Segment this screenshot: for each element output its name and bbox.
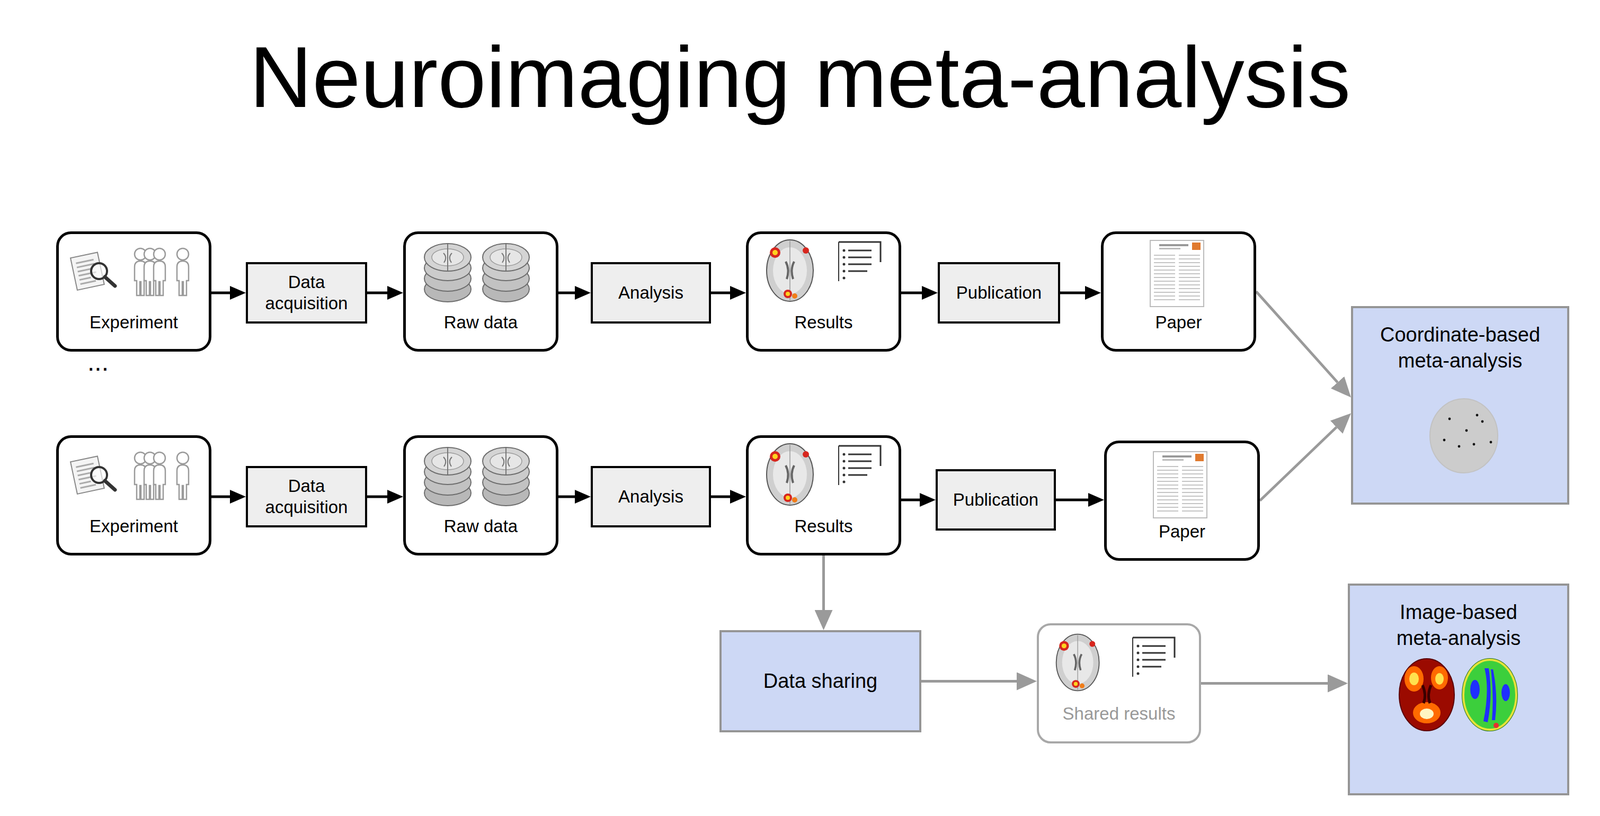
flow-arrow <box>710 495 731 499</box>
protocol-icon <box>70 456 115 494</box>
shared-icons <box>1056 634 1100 692</box>
method-box: Image-based meta-analysis <box>1347 583 1570 796</box>
negative-region <box>1501 684 1510 702</box>
diagram-title: Neuroimaging meta-analysis <box>0 27 1600 128</box>
brain-outline <box>1399 659 1455 732</box>
peak-coordinate <box>1443 439 1446 442</box>
node-label: Results <box>753 312 894 334</box>
participants-icon <box>134 248 189 296</box>
ventricles <box>1422 685 1431 704</box>
node-label: Data acquisition <box>253 475 360 518</box>
node-label: Results <box>753 516 894 538</box>
effect-peak <box>1409 672 1419 686</box>
flow-arrow <box>558 291 575 295</box>
flow-arrow <box>211 495 230 499</box>
paper-thumbnail <box>1153 451 1207 519</box>
peak-coordinate <box>1476 414 1479 417</box>
peak-coordinate <box>1465 429 1469 433</box>
process-box: Publication <box>935 469 1056 531</box>
flow-arrow <box>901 291 922 295</box>
node-label: Data acquisition <box>253 271 360 314</box>
table-icon <box>838 446 881 486</box>
flow-arrow <box>367 291 388 295</box>
peak-coordinate <box>1448 418 1452 421</box>
protocol-icon <box>70 252 115 290</box>
peak-coordinate <box>1481 420 1484 424</box>
node-label: Publication <box>945 282 1053 304</box>
node-label: Experiment <box>64 312 204 334</box>
shared-box: Shared results <box>1036 623 1202 744</box>
peak-coordinate <box>1472 443 1476 447</box>
ellipsis-label: ... <box>87 347 109 378</box>
node-label: Analysis <box>598 486 704 508</box>
node-label: Publication <box>943 489 1049 511</box>
node-label: Raw data <box>411 312 551 334</box>
flow-arrow <box>1055 499 1089 502</box>
process-box: Data acquisition <box>245 466 368 528</box>
flow-arrow <box>367 495 388 499</box>
grey-arrow <box>1259 427 1337 502</box>
rounded-box: Experiment <box>56 435 212 556</box>
node-label: Image-based meta-analysis <box>1378 599 1539 653</box>
peak-coordinate <box>1489 441 1493 444</box>
process-box: Analysis <box>590 262 711 324</box>
process-box: Publication <box>937 262 1061 324</box>
flow-arrow <box>901 499 920 502</box>
activation-map-icon <box>1056 634 1100 692</box>
effect-peak <box>1419 708 1434 720</box>
grey-arrow <box>822 555 825 611</box>
node-label: Analysis <box>598 282 704 304</box>
flow-arrow <box>1060 291 1086 295</box>
node-label: Data sharing <box>732 668 909 695</box>
negative-region <box>1483 668 1491 723</box>
rounded-box: Results <box>745 435 902 556</box>
process-box: Data acquisition <box>245 262 368 324</box>
volume-stack-icon <box>482 243 530 302</box>
grey-arrow <box>921 680 1017 683</box>
node-label: Raw data <box>411 516 551 538</box>
brain-outline <box>1429 398 1498 474</box>
effect-region <box>1404 666 1424 692</box>
negative-region <box>1470 680 1480 700</box>
flow-arrow <box>211 291 230 295</box>
activation-map-icon <box>766 443 814 506</box>
effect-region <box>1412 702 1441 724</box>
effect-region <box>1430 666 1448 690</box>
grey-arrow <box>1256 291 1338 384</box>
paper-thumbnail <box>1150 240 1204 307</box>
rounded-box: Results <box>745 231 902 352</box>
participants-icon <box>134 452 189 500</box>
rounded-box: Experiment <box>56 231 212 352</box>
node-label: Paper <box>1112 521 1252 543</box>
negative-region <box>1490 669 1497 721</box>
table-icon <box>1132 637 1175 678</box>
coordinate-brain <box>1429 398 1498 474</box>
node-label: Coordinate-based meta-analysis <box>1369 322 1552 375</box>
volume-stack-icon <box>424 243 471 302</box>
table-icon <box>838 242 881 282</box>
grey-arrow <box>1201 682 1328 686</box>
statistic-map-brain <box>1462 659 1518 732</box>
flow-arrow <box>710 291 731 295</box>
node-label: Shared results <box>1044 703 1194 725</box>
peak-coordinate <box>1458 445 1461 449</box>
flow-arrow <box>558 495 575 499</box>
node-label: Experiment <box>64 516 204 538</box>
positive-region <box>1493 723 1499 729</box>
method-box: Data sharing <box>719 630 922 733</box>
hot-map-brain <box>1399 659 1455 732</box>
volume-stack-icon <box>482 447 530 506</box>
map-rim <box>1463 660 1517 731</box>
activation-map-icon <box>766 240 814 302</box>
brain-outline <box>1462 659 1518 732</box>
volume-stack-icon <box>424 447 471 506</box>
node-label: Paper <box>1108 312 1249 334</box>
process-box: Analysis <box>590 466 711 528</box>
effect-peak <box>1435 673 1444 686</box>
